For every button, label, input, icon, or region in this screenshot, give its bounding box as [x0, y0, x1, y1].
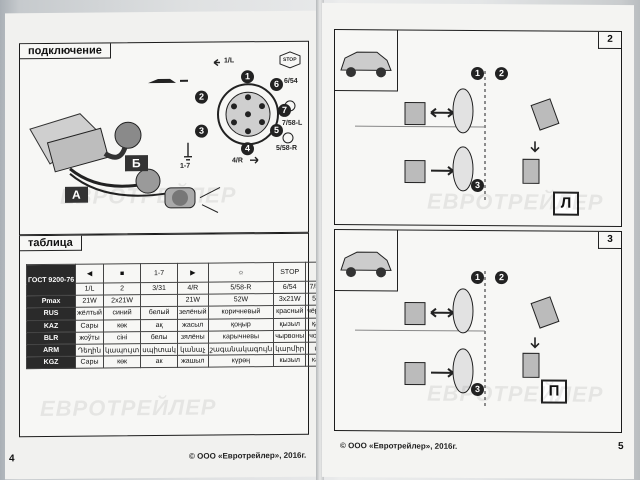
table-cell: кызыл	[273, 354, 306, 367]
table-cell: жоўты	[75, 331, 104, 345]
row-label: ARM	[26, 344, 76, 357]
lamp-diagram	[355, 271, 560, 410]
row-label: Pmax	[26, 295, 76, 309]
table-panel: таблица ГОСТ 9200-76 ◀ ■ 1-7 ▶ ☼ STOP ☼ …	[19, 232, 333, 438]
table-cell: Сары	[75, 319, 104, 332]
table-cell	[140, 294, 178, 308]
stop-sign-icon: STOP	[273, 262, 306, 282]
table-cell: зялёны	[177, 330, 209, 344]
table-cell: շագանակագույն	[208, 342, 274, 356]
instruction-panel-2: 2 1 2 3 Л ЕВРОТРЕЙЛЕР	[334, 28, 622, 228]
pin-3-label: 1-7	[180, 162, 191, 170]
light-icon: ☼	[208, 262, 274, 283]
table-cell: 52W	[208, 293, 274, 307]
spec-table: ГОСТ 9200-76 ◀ ■ 1-7 ▶ ☼ STOP ☼ 1/L 2 3/…	[26, 261, 334, 369]
car-icon	[340, 251, 392, 278]
pin-1-label: 1/L	[224, 57, 235, 65]
pin-4-label: 4/R	[232, 157, 243, 165]
stop-icon: STOP	[283, 56, 297, 63]
table-cell: күрөң	[208, 354, 274, 368]
row-label: BLR	[26, 331, 76, 345]
step-2-badge: 2	[495, 271, 508, 285]
table-cell: կարմիր	[273, 342, 306, 355]
pin-7-badge: 7	[278, 103, 291, 117]
table-cell: белы	[140, 331, 178, 344]
table-cell: կապույտ	[103, 343, 141, 357]
row-label: RUS	[26, 307, 76, 321]
table-cell: қызыл	[273, 317, 306, 331]
table-cell: карычневы	[208, 330, 274, 344]
page-footer: © ООО «Евротрейлер», 2016г.	[189, 450, 307, 461]
pin-4-badge: 4	[241, 142, 254, 156]
table-cell: Դեղին	[75, 343, 104, 357]
page-footer: © ООО «Евротрейлер», 2016г.	[340, 441, 458, 451]
table-cell: көк	[103, 319, 141, 332]
table-cell: ақ	[140, 318, 178, 332]
left-page: подключение ЕВРОТРЕЙЛЕР	[5, 10, 333, 480]
table-cell: чырвоны	[273, 329, 306, 343]
car-thumbnail	[335, 30, 398, 92]
table-cell: жашыл	[177, 355, 209, 368]
table-cell: сiнi	[103, 331, 141, 344]
table-cell: կանաչ	[177, 343, 209, 356]
table-cell: белый	[140, 306, 178, 320]
label-a: А	[65, 186, 88, 203]
table-cell: синий	[103, 307, 141, 320]
pin-2-badge: 2	[195, 90, 208, 104]
step-2-badge: 2	[495, 67, 508, 81]
table-cell: ак	[140, 355, 178, 368]
step-1-badge: 1	[471, 66, 484, 81]
page-number: 4	[9, 453, 15, 465]
ground-icon: 1-7	[140, 263, 178, 283]
car-thumbnail	[335, 230, 398, 292]
instruction-panel-3: 3 1 2 3 П ЕВРОТРЕЙЛЕР	[334, 228, 622, 434]
table-row: KGZ Сары көк ак жашыл күрөң кызыл кара	[26, 354, 333, 369]
table-cell: 5/58-R	[208, 281, 274, 295]
connection-panel: подключение ЕВРОТРЕЙЛЕР	[19, 40, 309, 236]
table-cell: սպիտակ	[140, 343, 178, 356]
table-cell: жёлтый	[75, 307, 104, 320]
step-1-badge: 1	[471, 270, 484, 285]
watermark: ЕВРОТРЕЙЛЕР	[427, 188, 604, 215]
pin-3-badge: 3	[195, 124, 208, 138]
car-light-icon: ■	[103, 263, 141, 284]
row-label: KGZ	[26, 356, 76, 369]
page-number: 5	[618, 440, 624, 453]
row-label: KAZ	[26, 319, 76, 333]
table-cell: зелёный	[177, 306, 209, 319]
table-cell: 2x21W	[103, 294, 141, 308]
standard-header: ГОСТ 9200-76	[26, 264, 76, 296]
table-cell: 4/R	[177, 282, 209, 295]
watermark: ЕВРОТРЕЙЛЕР	[40, 394, 217, 422]
table-cell: красный	[273, 305, 306, 319]
table-cell: 2	[103, 282, 141, 296]
pin-5-label: 5/58-R	[276, 144, 298, 153]
pin-7-label: 7/58-L	[282, 119, 303, 127]
watermark: ЕВРОТРЕЙЛЕР	[427, 380, 604, 407]
table-cell: 21W	[177, 294, 209, 307]
table-cell: 3x21W	[273, 293, 306, 306]
table-cell: Сары	[75, 356, 104, 369]
left-arrow-icon: ◀	[75, 264, 104, 284]
book-fold	[316, 0, 324, 480]
right-page: 2 1 2 3 Л ЕВРОТРЕЙЛЕР 3	[322, 2, 634, 480]
table-title: таблица	[20, 235, 82, 252]
pin-6-badge: 6	[270, 77, 283, 92]
towbar-illustration	[29, 51, 301, 213]
label-b: Б	[125, 155, 148, 172]
table-cell: коричневый	[208, 305, 274, 319]
table-cell: 3/31	[140, 282, 178, 295]
table-cell: 21W	[75, 295, 104, 308]
table-cell: көк	[103, 355, 141, 369]
pin-1-badge: 1	[241, 70, 254, 84]
lamp-diagram	[355, 71, 560, 202]
car-icon	[340, 51, 392, 78]
table-cell: қоңыр	[208, 318, 274, 331]
table-cell: жасыл	[177, 318, 209, 332]
table-cell: 6/54	[273, 281, 306, 294]
table-cell: 1/L	[75, 283, 104, 296]
right-arrow-icon: ▶	[177, 263, 209, 283]
pin-6-label: 6/54	[284, 77, 298, 85]
